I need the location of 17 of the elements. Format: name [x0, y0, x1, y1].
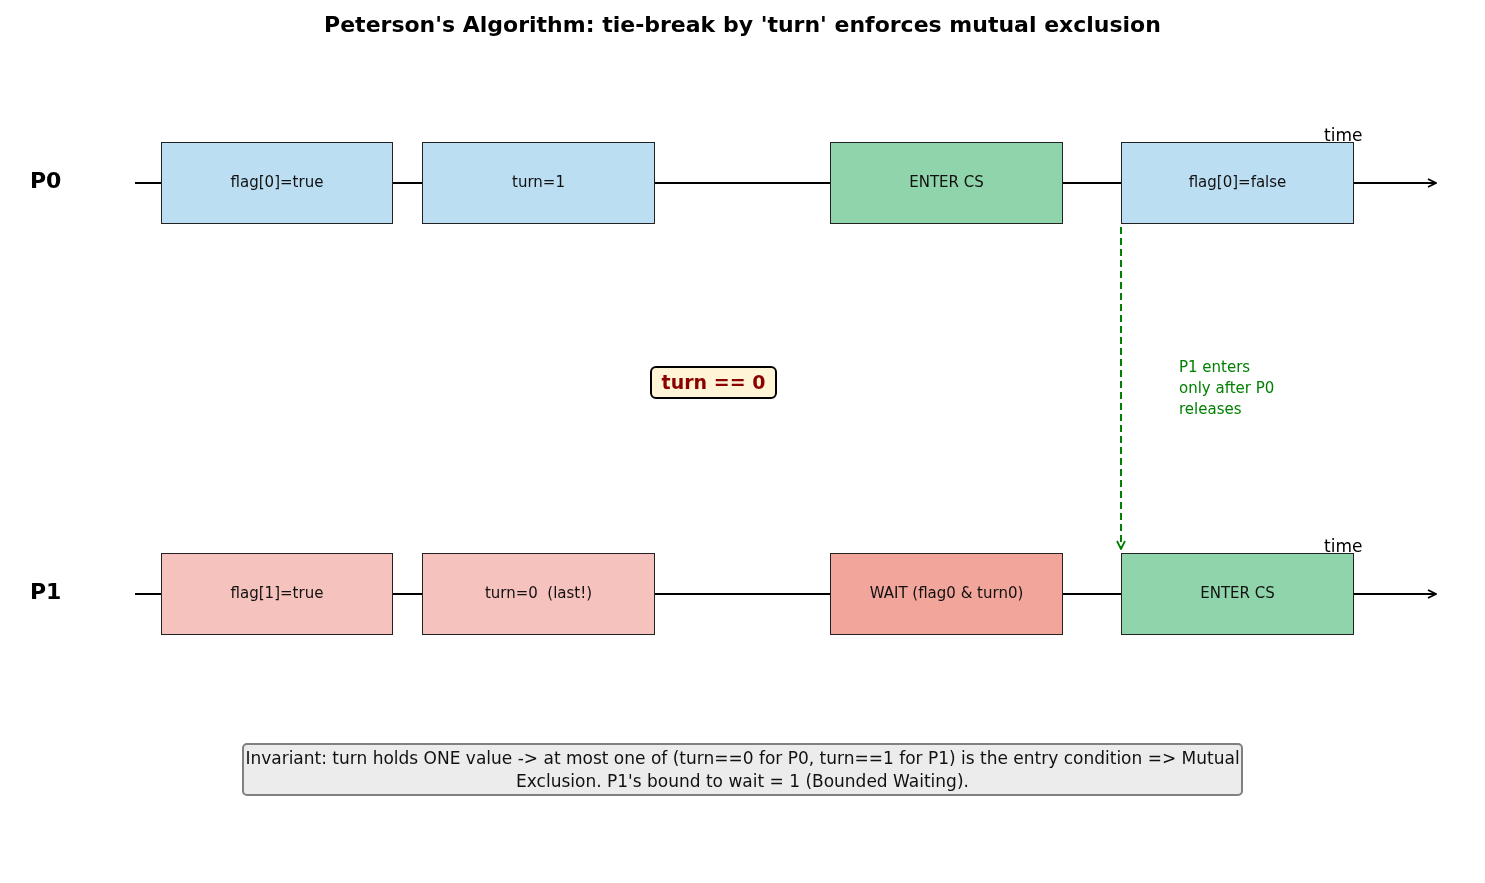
note-box: Invariant: turn holds ONE value -> at most one of (turn==0 for P0, turn==1 for P1) is the entry condition => Mutual Exclusion. P1's bound to wait = 1 (Bounded Waiting).	[242, 743, 1243, 796]
critical-section-box: ENTER CS	[830, 142, 1063, 224]
critical-section-box: ENTER CS	[1121, 553, 1354, 635]
state-badge: turn == 0	[650, 366, 777, 399]
edge-label: P1 enters only after P0 releases	[1179, 357, 1276, 420]
axis-label: time	[1324, 125, 1363, 145]
process-box: turn=1	[422, 142, 655, 224]
process-label: P1	[30, 579, 62, 604]
process-box: flag[0]=true	[161, 142, 393, 224]
axis-label: time	[1324, 536, 1363, 556]
process-box: turn=0 (last!)	[422, 553, 655, 635]
process-box: flag[1]=true	[161, 553, 393, 635]
process-label: P0	[30, 168, 62, 193]
process-box: flag[0]=false	[1121, 142, 1354, 224]
arrow	[1116, 226, 1126, 550]
diagram-title: Peterson's Algorithm: tie-break by 'turn' enforces mutual exclusion	[323, 12, 1162, 37]
wait-box: WAIT (flag0 & turn0)	[830, 553, 1063, 635]
